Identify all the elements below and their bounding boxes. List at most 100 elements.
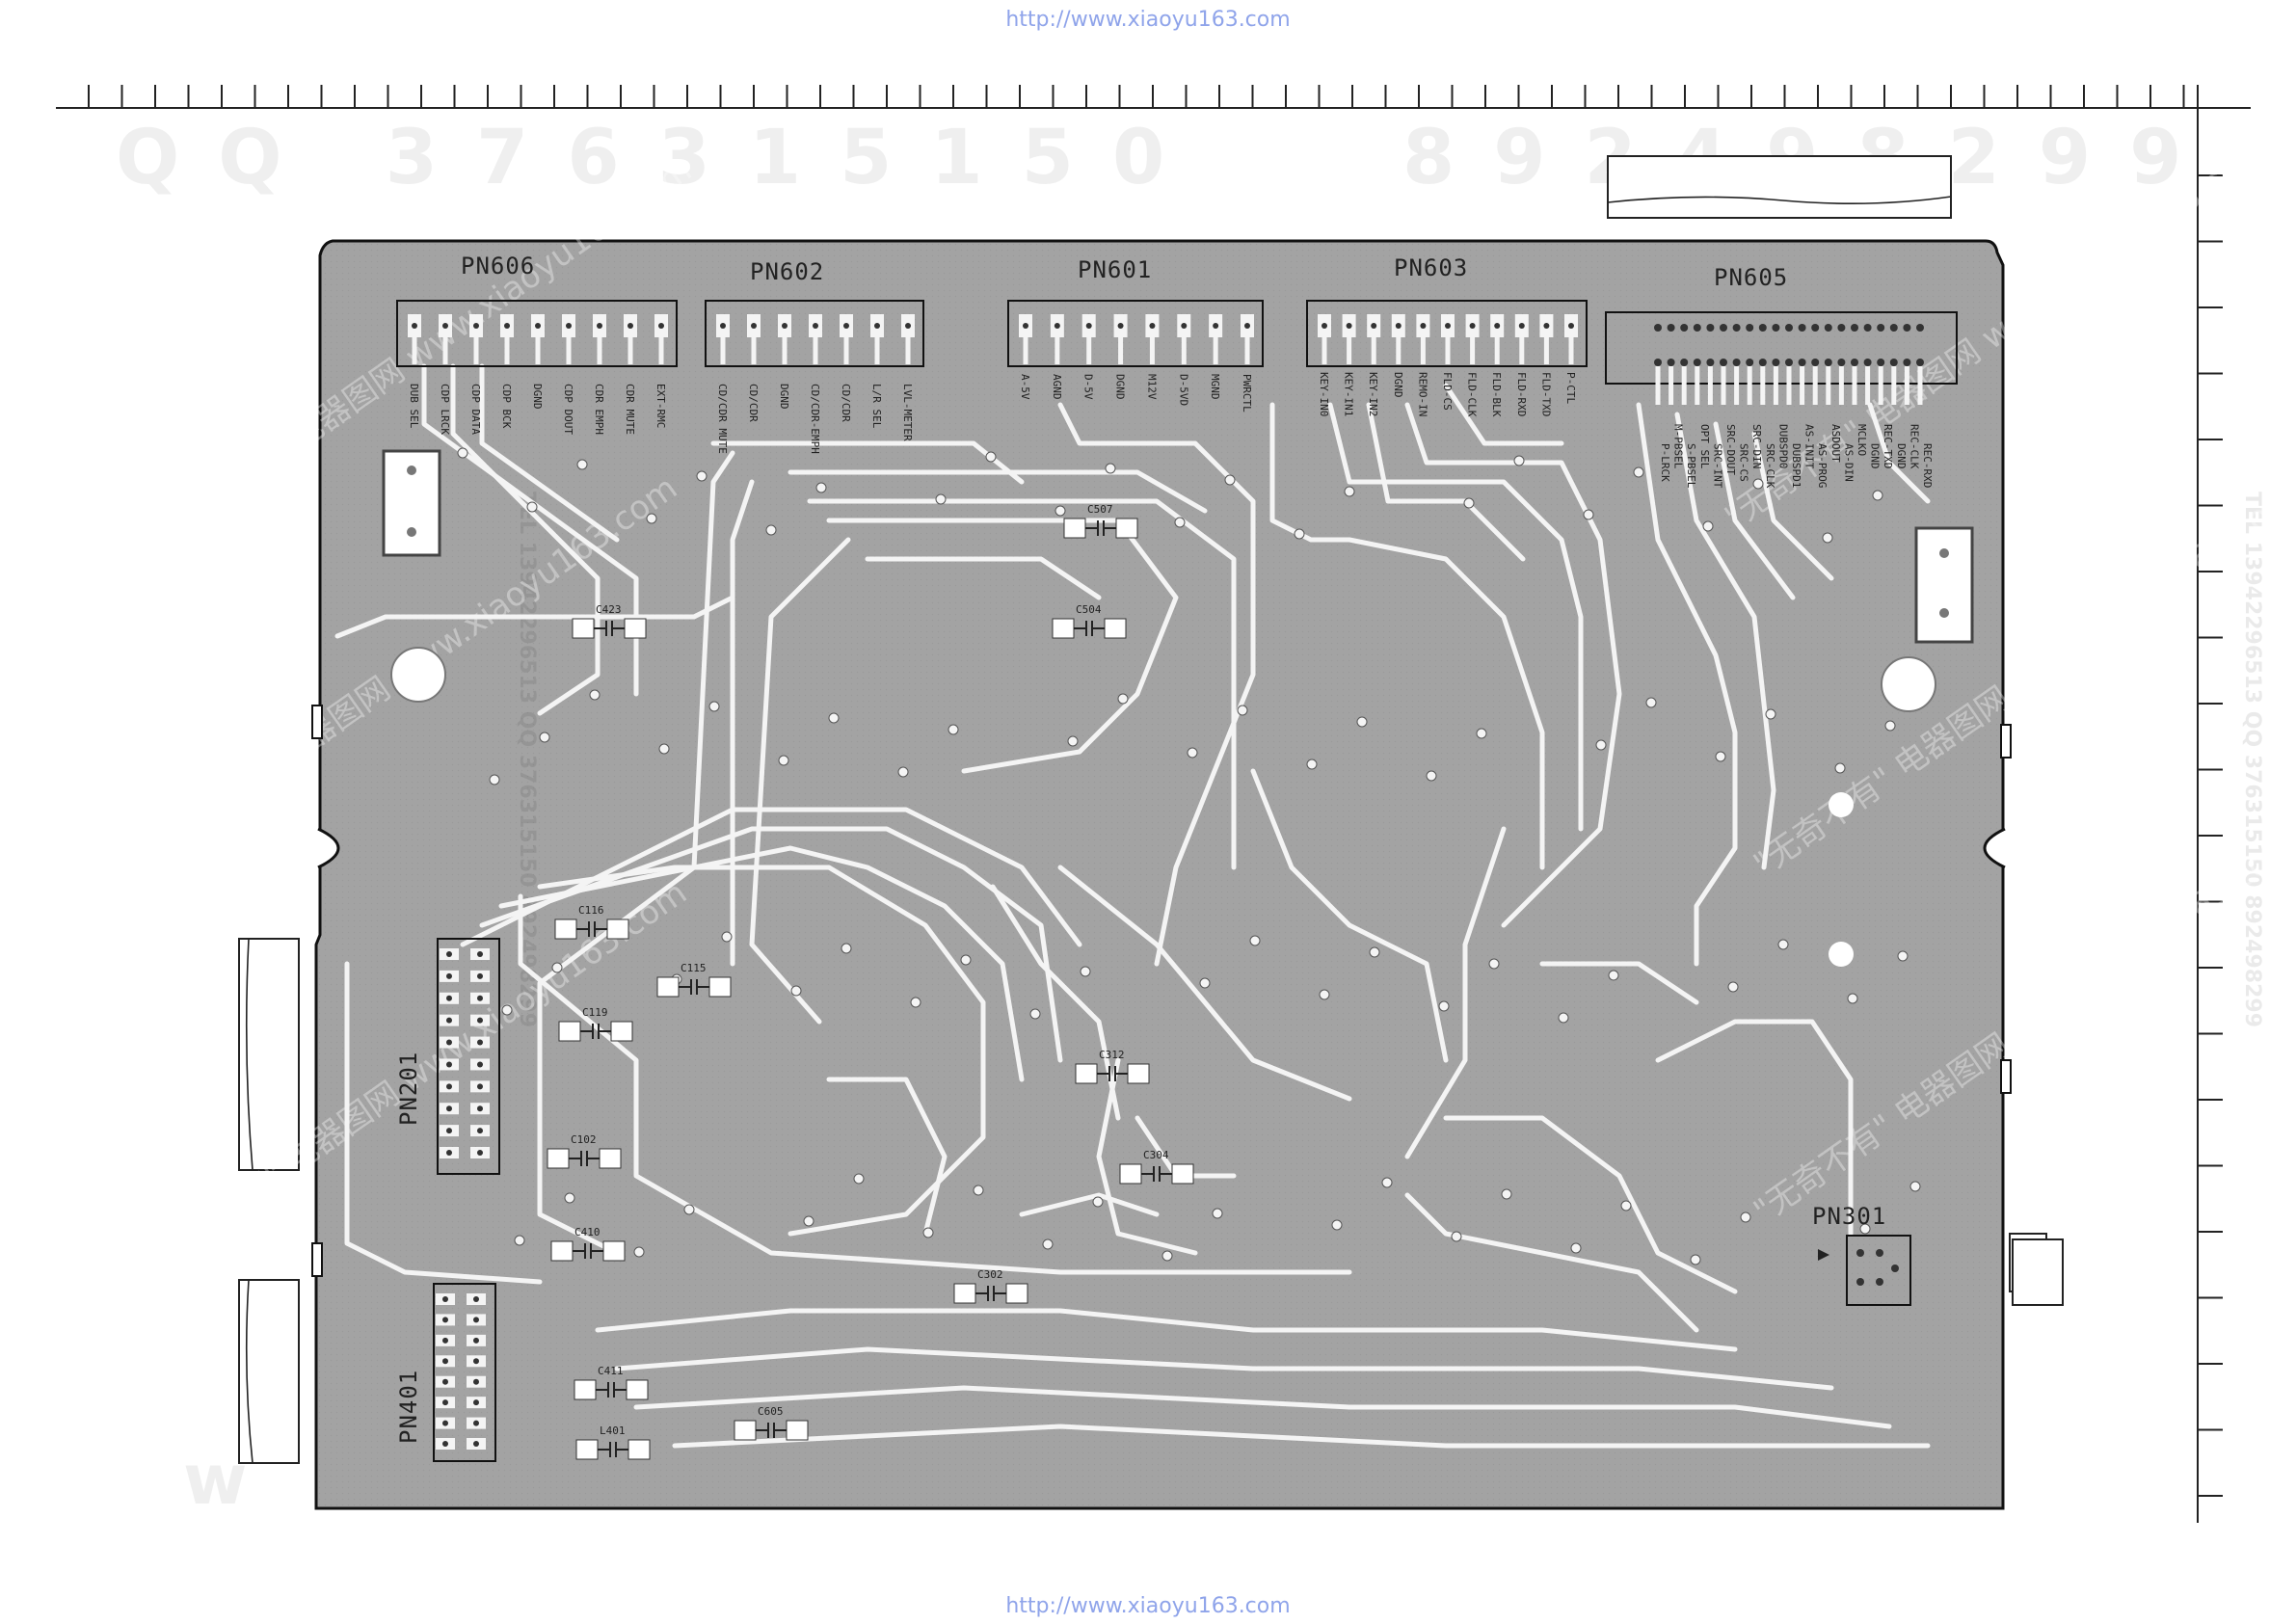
connector-pin	[442, 323, 448, 329]
connector-pin	[446, 995, 452, 1001]
source-url-bottom[interactable]: http://www.xiaoyu163.com	[1005, 1594, 1291, 1618]
trace	[479, 363, 620, 543]
component-pad	[1115, 518, 1138, 539]
pin-label: LVL-METER	[901, 384, 914, 441]
component-pad	[1052, 618, 1075, 639]
component-label: C102	[571, 1133, 597, 1146]
connector-pin	[1469, 323, 1476, 329]
via	[1067, 735, 1079, 747]
trace	[1443, 383, 1564, 446]
pin-label: FLD-CLK	[1466, 372, 1479, 417]
component-pad	[602, 1240, 626, 1262]
connector-pin	[751, 323, 757, 329]
connector-pin	[442, 1441, 448, 1447]
connector-pin	[1445, 323, 1451, 329]
connector-pin	[442, 1358, 448, 1365]
connector-pin	[477, 972, 483, 979]
pin-label: CDP DOUT	[562, 384, 574, 435]
component-pad	[599, 1148, 622, 1169]
via	[1187, 747, 1198, 759]
component-pad	[1119, 1163, 1142, 1185]
component-pad	[1005, 1283, 1028, 1304]
pin-label: D-5VD	[1177, 374, 1189, 406]
trace	[1404, 1192, 1699, 1333]
connector-pin	[1693, 359, 1701, 366]
via	[1331, 1219, 1343, 1231]
connector-pin	[1746, 359, 1754, 366]
pn401-label: PN401	[395, 1370, 422, 1444]
connector-pin	[446, 1039, 452, 1046]
trace	[1674, 412, 1776, 870]
connector-pin	[1732, 359, 1741, 366]
via	[1029, 1008, 1041, 1020]
trace	[334, 595, 735, 639]
via	[1174, 517, 1186, 528]
pin-label: CD/CDR	[747, 384, 760, 422]
via	[922, 1227, 934, 1238]
via	[658, 743, 670, 755]
component-pad	[554, 918, 577, 940]
trace	[633, 1385, 1892, 1429]
connector-pin	[1856, 1278, 1864, 1286]
pin-label: OPT SEL	[1698, 424, 1711, 469]
via	[1620, 1200, 1632, 1211]
via	[1042, 1238, 1054, 1250]
connector-pin	[1863, 324, 1872, 332]
component-label: C304	[1143, 1149, 1169, 1161]
trace	[1096, 1057, 1198, 1256]
connector-pin	[1680, 324, 1689, 332]
right-ruler	[2197, 85, 2223, 1523]
connector-pn201[interactable]: PN201	[395, 938, 500, 1175]
connector-pin	[1568, 323, 1574, 329]
connector-pin	[1680, 359, 1689, 366]
trace	[518, 893, 1352, 1275]
connector-pin	[442, 1399, 448, 1406]
pin-label: KEY-IN2	[1367, 372, 1379, 416]
source-url-top[interactable]: http://www.xiaoyu163.com	[1005, 8, 1291, 32]
pin-label: MGND	[1209, 374, 1221, 400]
connector-pin	[1785, 359, 1793, 366]
connector-pn301[interactable]: PN301	[1812, 1203, 1911, 1306]
via	[1426, 770, 1437, 782]
via	[1752, 478, 1764, 490]
via	[1294, 528, 1305, 540]
connector-pin	[473, 1358, 479, 1365]
pin-label: DGND	[778, 384, 790, 410]
trace	[1404, 826, 1507, 1159]
connector-pin	[442, 1337, 448, 1344]
trace	[1751, 431, 1834, 581]
watermark-qq-line: QQ 376315150	[116, 115, 1203, 201]
component-pad	[624, 618, 647, 639]
pn605-label: PN605	[1714, 264, 1788, 291]
connector-pin	[1667, 359, 1675, 366]
connector-pn401[interactable]: PN401	[395, 1283, 496, 1462]
connector-pin	[1395, 323, 1402, 329]
component-label: C411	[598, 1365, 624, 1377]
via	[1224, 474, 1236, 486]
via	[576, 459, 588, 470]
connector-pin	[442, 1378, 448, 1385]
connector-pin	[473, 1399, 479, 1406]
component-label: C312	[1099, 1049, 1125, 1061]
via	[696, 470, 707, 482]
via	[1633, 466, 1644, 478]
pn201-label: PN201	[395, 1052, 422, 1126]
via	[1117, 693, 1129, 705]
connector-pin	[874, 323, 880, 329]
component-pad	[656, 976, 680, 998]
via	[551, 962, 563, 973]
trace	[460, 807, 1082, 947]
trace	[344, 961, 543, 1285]
connector-pin	[446, 972, 452, 979]
connector-pin	[1877, 359, 1885, 366]
via	[1765, 708, 1776, 720]
via	[790, 985, 802, 997]
via	[1690, 1254, 1701, 1265]
pin-label: DGND	[1392, 372, 1404, 398]
